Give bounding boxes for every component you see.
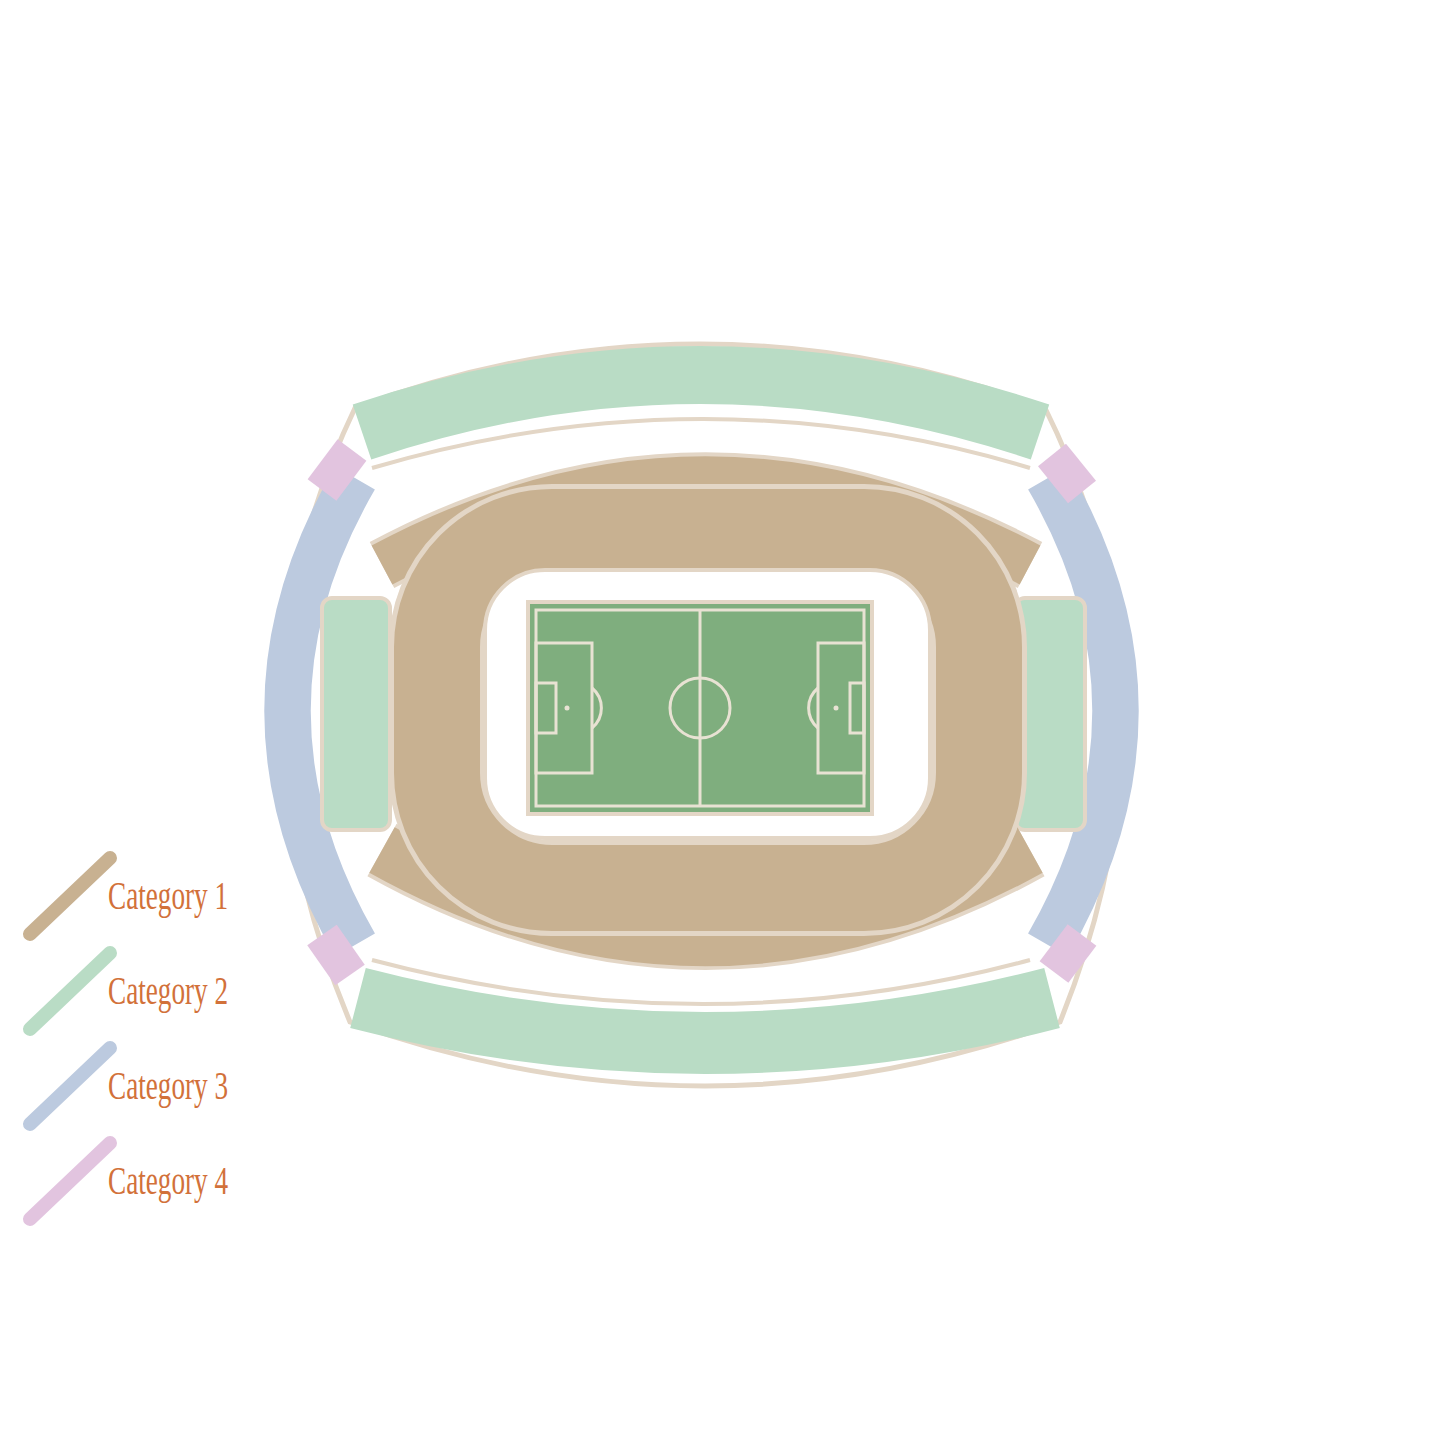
legend-label: Category 4 bbox=[108, 1157, 228, 1205]
legend-label: Category 3 bbox=[108, 1062, 228, 1110]
legend-row: Category 4 bbox=[0, 1135, 420, 1235]
legend-row: Category 1 bbox=[0, 850, 420, 950]
legend-swatch bbox=[30, 1048, 110, 1124]
legend-swatch bbox=[30, 1143, 110, 1219]
legend-swatch bbox=[30, 858, 110, 934]
legend-row: Category 2 bbox=[0, 945, 420, 1045]
legend-row: Category 3 bbox=[0, 1040, 420, 1140]
legend-label: Category 1 bbox=[108, 872, 228, 920]
legend-label: Category 2 bbox=[108, 967, 228, 1015]
legend-swatch bbox=[30, 953, 110, 1029]
